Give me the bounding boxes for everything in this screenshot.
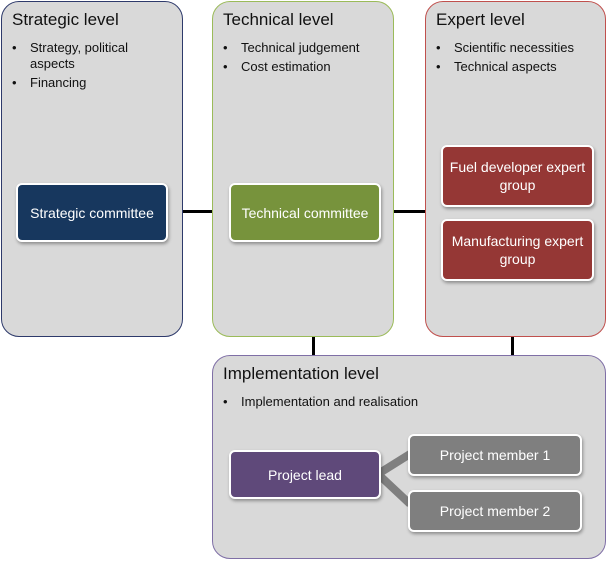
bullet-item: Financing <box>12 75 162 91</box>
connector-technical-expert <box>379 210 443 213</box>
connector-expert-implementation <box>511 336 514 356</box>
technical-level-title: Technical level <box>223 10 334 29</box>
bullet-item: Strategy, political aspects <box>12 40 162 72</box>
bullet-item: Technical judgement <box>223 40 383 56</box>
expert-bullets: Scientific necessities Technical aspects <box>436 40 596 78</box>
project-member-1-box: Project member 1 <box>408 434 582 476</box>
bullet-item: Implementation and realisation <box>223 394 523 410</box>
connector-strategic-technical <box>167 210 231 213</box>
bullet-item: Scientific necessities <box>436 40 596 56</box>
bullet-item: Technical aspects <box>436 59 596 75</box>
project-lead-box: Project lead <box>229 450 381 499</box>
strategic-committee-box: Strategic committee <box>16 183 168 242</box>
connector-technical-implementation <box>312 336 315 356</box>
implementation-bullets: Implementation and realisation <box>223 394 523 413</box>
strategic-level-panel: Strategic level Strategy, political aspe… <box>1 1 183 337</box>
implementation-level-title: Implementation level <box>223 364 379 383</box>
strategic-level-title: Strategic level <box>12 10 119 29</box>
technical-level-panel: Technical level Technical judgement Cost… <box>212 1 394 337</box>
manufacturing-expert-group-box: Manufacturing expert group <box>441 219 594 281</box>
strategic-bullets: Strategy, political aspects Financing <box>12 40 162 94</box>
fuel-developer-expert-group-box: Fuel developer expert group <box>441 145 594 207</box>
expert-level-title: Expert level <box>436 10 525 29</box>
technical-bullets: Technical judgement Cost estimation <box>223 40 383 78</box>
technical-committee-box: Technical committee <box>229 183 381 242</box>
project-member-2-box: Project member 2 <box>408 490 582 532</box>
bullet-item: Cost estimation <box>223 59 383 75</box>
